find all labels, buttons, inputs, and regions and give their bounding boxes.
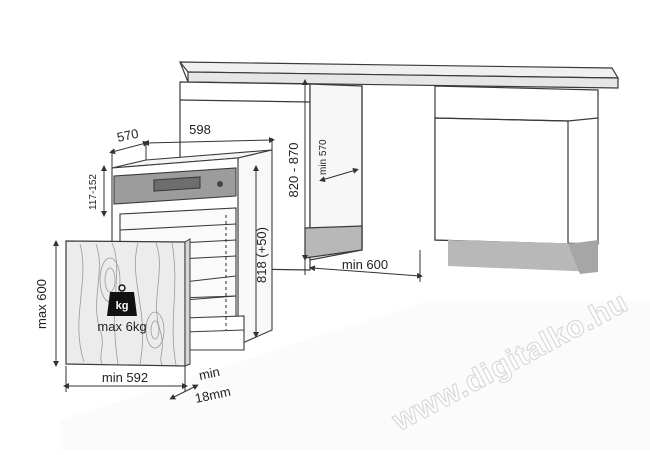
wood-grain (78, 242, 177, 366)
weight-icon-label: kg (116, 300, 129, 312)
weight-icon: kg (107, 284, 137, 316)
left-plinth (304, 225, 363, 259)
floor-shading (60, 300, 650, 450)
panel-thickness-label-min: min (198, 364, 222, 383)
width-598-label: 598 (189, 122, 211, 137)
panel-width-label: min 592 (102, 370, 148, 385)
dimension-lines (53, 79, 423, 400)
max-weight-label: max 6kg (97, 319, 146, 334)
niche-width-label: min 600 (342, 257, 388, 272)
furniture-door-panel: kg max 6kg (65, 238, 191, 367)
panel-thickness-label-value: 18mm (194, 384, 232, 406)
height-820-870-label: 820 - 870 (286, 143, 301, 198)
panel-height-label: max 600 (34, 279, 49, 329)
right-plinth (448, 240, 598, 272)
height-818-label: 818 (+50) (254, 227, 269, 283)
gap-117-152-label: 117-152 (88, 174, 99, 210)
niche-depth-label: min 570 (318, 139, 329, 175)
depth-570-label: 570 (116, 126, 140, 145)
dimension-labels: 570 598 117-152 818 (+50) 820 - 870 min … (34, 122, 388, 406)
